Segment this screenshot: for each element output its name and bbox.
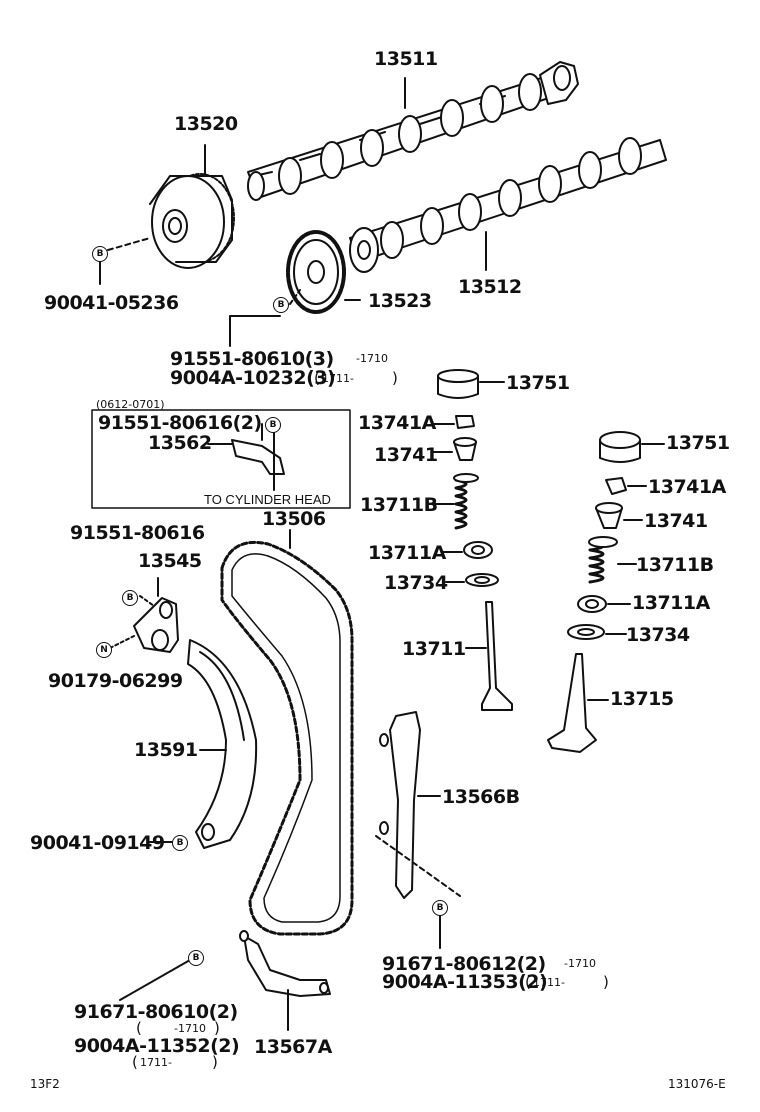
keeper-13741A-right (605, 477, 647, 495)
cam-sprocket-13523 (229, 230, 361, 347)
label-13523: 13523 (368, 290, 432, 312)
valve-13711 (465, 601, 513, 711)
cam-timing-gear-13520 (107, 144, 235, 269)
lifter-13751-right (599, 431, 665, 463)
timing-chain-13506 (220, 529, 354, 936)
label-90041-09149: 90041-09149 (30, 832, 165, 854)
label-13512: 13512 (458, 276, 522, 298)
camshaft-13511 (247, 61, 579, 201)
label-13562: 13562 (148, 432, 212, 454)
label-13591: 13591 (134, 739, 198, 761)
label-13741-right: 13741 (644, 510, 708, 532)
paren-open: ( (136, 1019, 142, 1037)
spring-13711B-right (588, 536, 637, 584)
label-13751-right: 13751 (666, 432, 730, 454)
label-13506: 13506 (262, 508, 326, 530)
label-13711A-left: 13711A (368, 542, 446, 564)
paren-open: ( (132, 1053, 138, 1071)
washer-13734-right (567, 624, 627, 640)
label-90179-06299: 90179-06299 (48, 670, 183, 692)
bolt-badge-icon: B (92, 246, 108, 262)
date-from-1711: 1711- (322, 372, 354, 385)
label-13741A-right: 13741A (648, 476, 726, 498)
valve-13715 (547, 653, 609, 753)
label-13567A: 13567A (254, 1036, 332, 1058)
applicability-box (91, 409, 351, 509)
date-until-1710: -1710 (174, 1022, 206, 1035)
label-91551-80610: 91551-80610(3) (170, 348, 334, 370)
spring-13711B-left (433, 473, 479, 530)
label-13715: 13715 (610, 688, 674, 710)
paren-open: ( (314, 369, 320, 387)
label-13511: 13511 (374, 48, 438, 70)
label-13520: 13520 (174, 113, 238, 135)
date-until-1710: -1710 (564, 957, 596, 970)
seal-13711A-left (441, 541, 493, 559)
paren-open: ( (525, 973, 531, 991)
retainer-13741-left (433, 437, 477, 461)
retainer-13741-right (595, 502, 643, 529)
paren-close: ) (392, 369, 398, 387)
footer-right-code: 131076-E (668, 1077, 726, 1091)
label-13711B-right: 13711B (636, 554, 714, 576)
chain-damper-13567A (119, 930, 331, 1031)
footer-left-code: 13F2 (30, 1077, 60, 1091)
bolt-badge-icon: B (265, 417, 281, 433)
washer-13734-left (445, 573, 499, 587)
chain-guide-13566B (375, 711, 461, 899)
bolt-badge-icon: B (273, 297, 289, 313)
chain-tensioner-13545 (109, 577, 179, 653)
label-13734-left: 13734 (384, 572, 448, 594)
bolt-badge-icon: B (432, 900, 448, 916)
label-13566B: 13566B (442, 786, 520, 808)
seal-13711A-right (577, 595, 631, 613)
label-13545: 13545 (138, 550, 202, 572)
label-91551-80616-box: 91551-80616(2) (98, 412, 262, 434)
bolt-badge-icon: B (172, 835, 188, 851)
label-91671-80610: 91671-80610(2) (74, 1001, 238, 1023)
label-13751-left: 13751 (506, 372, 570, 394)
date-from-1711: 1711- (140, 1056, 172, 1069)
paren-close: ) (214, 1019, 220, 1037)
label-91671-80612: 91671-80612(2) (382, 953, 546, 975)
date-until-1710: -1710 (356, 352, 388, 365)
bracket-13562 (207, 423, 285, 491)
bolt-badge-icon: B (188, 950, 204, 966)
label-13711: 13711 (402, 638, 466, 660)
label-91551-80616: 91551-80616 (70, 522, 205, 544)
label-13734-right: 13734 (626, 624, 690, 646)
label-13741A-left: 13741A (358, 412, 436, 434)
lifter-13751-left (437, 369, 505, 399)
bolt-badge-icon: B (122, 590, 138, 606)
box-note-to-cylinder-head: TO CYLINDER HEAD (204, 492, 331, 507)
keeper-13741A-left (433, 415, 475, 429)
label-9004A-10232: 9004A-10232(3) (170, 367, 336, 389)
label-13711A-right: 13711A (632, 592, 710, 614)
paren-close: ) (603, 973, 609, 991)
label-9004A-11353: 9004A-11353(2) (382, 971, 548, 993)
label-9004A-11352: 9004A-11352(2) (74, 1035, 240, 1057)
label-13741-left: 13741 (374, 444, 438, 466)
camshaft-13512 (349, 137, 667, 273)
date-from-1711: 1711- (533, 976, 565, 989)
box-date-range: (0612-0701) (96, 398, 165, 411)
chain-slipper-13591 (147, 639, 258, 849)
paren-close: ) (212, 1053, 218, 1071)
label-13711B-left: 13711B (360, 494, 438, 516)
label-90041-05236: 90041-05236 (44, 292, 179, 314)
nut-badge-icon: N (96, 642, 112, 658)
